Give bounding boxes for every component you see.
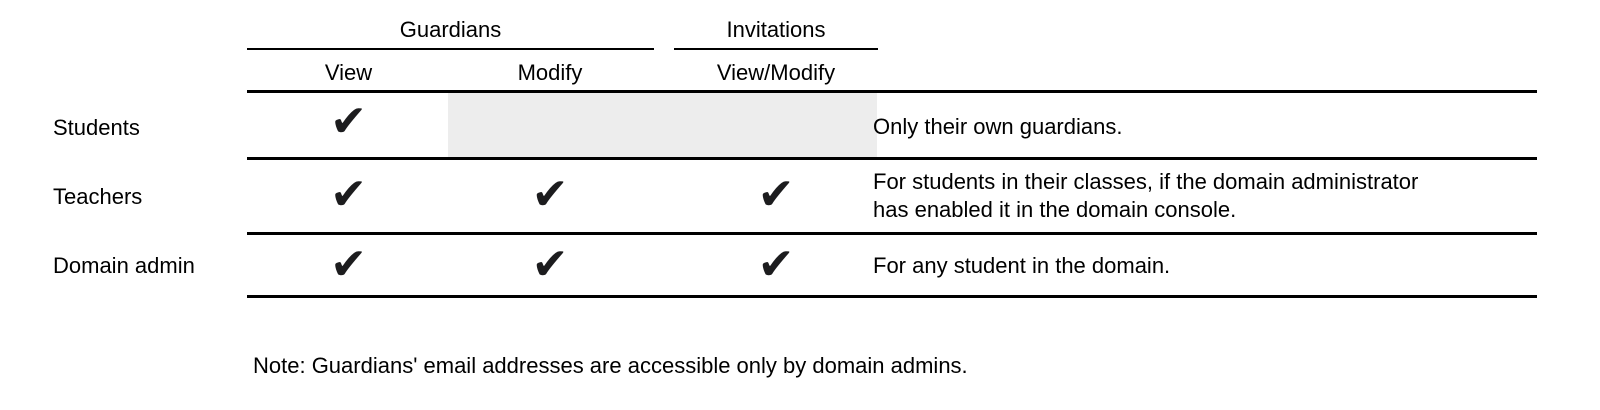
group-header-guardians: Guardians	[399, 17, 502, 42]
column-header-modify: Modify	[517, 60, 583, 85]
header-divider	[247, 90, 1537, 93]
domain-admin-note: For any student in the domain.	[873, 253, 1171, 278]
column-header-view: View	[324, 60, 373, 85]
teachers-view-modify-check-icon: ✔	[757, 169, 795, 220]
invitations-underline	[674, 48, 878, 50]
domain-admin-modify-check-icon: ✔	[531, 239, 569, 290]
row-label-teachers: Teachers	[53, 184, 143, 209]
group-header-invitations: Invitations	[726, 17, 826, 42]
row-label-domain-admin: Domain admin	[53, 253, 195, 278]
students-view-check-icon: ✔	[330, 96, 367, 147]
domain-admin-row-divider	[247, 295, 1537, 298]
students-disabled-cells	[448, 93, 877, 157]
teachers-row-divider	[247, 232, 1537, 235]
table-footnote: Note: Guardians' email addresses are acc…	[253, 353, 968, 378]
teachers-modify-check-icon: ✔	[531, 169, 569, 220]
guardians-underline	[247, 48, 654, 50]
teachers-view-check-icon: ✔	[330, 169, 367, 220]
domain-admin-view-modify-check-icon: ✔	[757, 239, 795, 290]
row-label-students: Students	[53, 115, 140, 140]
teachers-note: For students in their classes, if the do…	[873, 169, 1419, 222]
students-row-divider	[247, 157, 1537, 160]
students-note: Only their own guardians.	[873, 114, 1123, 139]
domain-admin-view-check-icon: ✔	[330, 239, 367, 290]
column-header-view-modify: View/Modify	[716, 60, 836, 85]
